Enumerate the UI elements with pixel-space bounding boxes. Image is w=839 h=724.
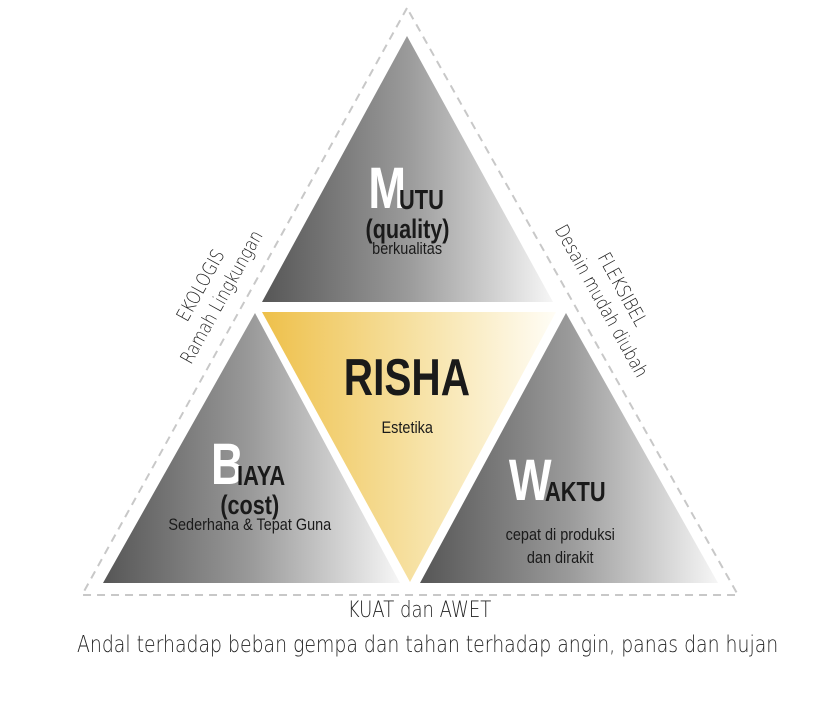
- kuat-awet-title: KUAT dan AWET: [0, 598, 839, 623]
- kuat-awet-description-text: Andal terhadap beban gempa dan tahan ter…: [76, 632, 779, 658]
- kuat-awet-label: KUAT dan AWET: [347, 598, 492, 623]
- mutu-rest: UTU: [398, 184, 444, 215]
- biaya-heading: B IAYA: [140, 436, 360, 494]
- waktu-description-line2: dan dirakit: [526, 547, 594, 567]
- kuat-awet-description: Andal terhadap beban gempa dan tahan ter…: [0, 632, 839, 658]
- mutu-label: M UTU (quality) berkualitas: [300, 160, 514, 259]
- risha-subtitle: Estetika: [381, 418, 433, 437]
- waktu-rest: AKTU: [544, 476, 606, 507]
- risha-triangle: [262, 312, 556, 582]
- risha-label: RISHA Estetika: [300, 352, 514, 438]
- mutu-english: (quality): [365, 214, 449, 244]
- mutu-initial: M: [367, 156, 406, 221]
- mutu-heading: M UTU: [300, 160, 514, 218]
- outer-dashed-triangle: [80, 5, 740, 596]
- biaya-rest: IAYA: [236, 460, 285, 491]
- biaya-description: Sederhana & Tepat Guna: [168, 515, 332, 534]
- waktu-description-line1: cepat di produksi: [505, 525, 615, 544]
- mutu-triangle: [262, 36, 553, 302]
- waktu-triangle: [420, 313, 718, 583]
- risha-title: RISHA: [343, 349, 471, 407]
- biaya-triangle: [103, 313, 400, 583]
- biaya-english: (cost): [220, 490, 280, 520]
- biaya-label: B IAYA (cost) Sederhana & Tepat Guna: [140, 436, 360, 535]
- biaya-initial: B: [210, 432, 244, 497]
- waktu-heading: W AKTU: [460, 452, 660, 510]
- mutu-description: berkualitas: [372, 239, 442, 258]
- waktu-initial: W: [509, 448, 552, 513]
- waktu-label: W AKTU cepat di produksi dan dirakit: [460, 452, 660, 570]
